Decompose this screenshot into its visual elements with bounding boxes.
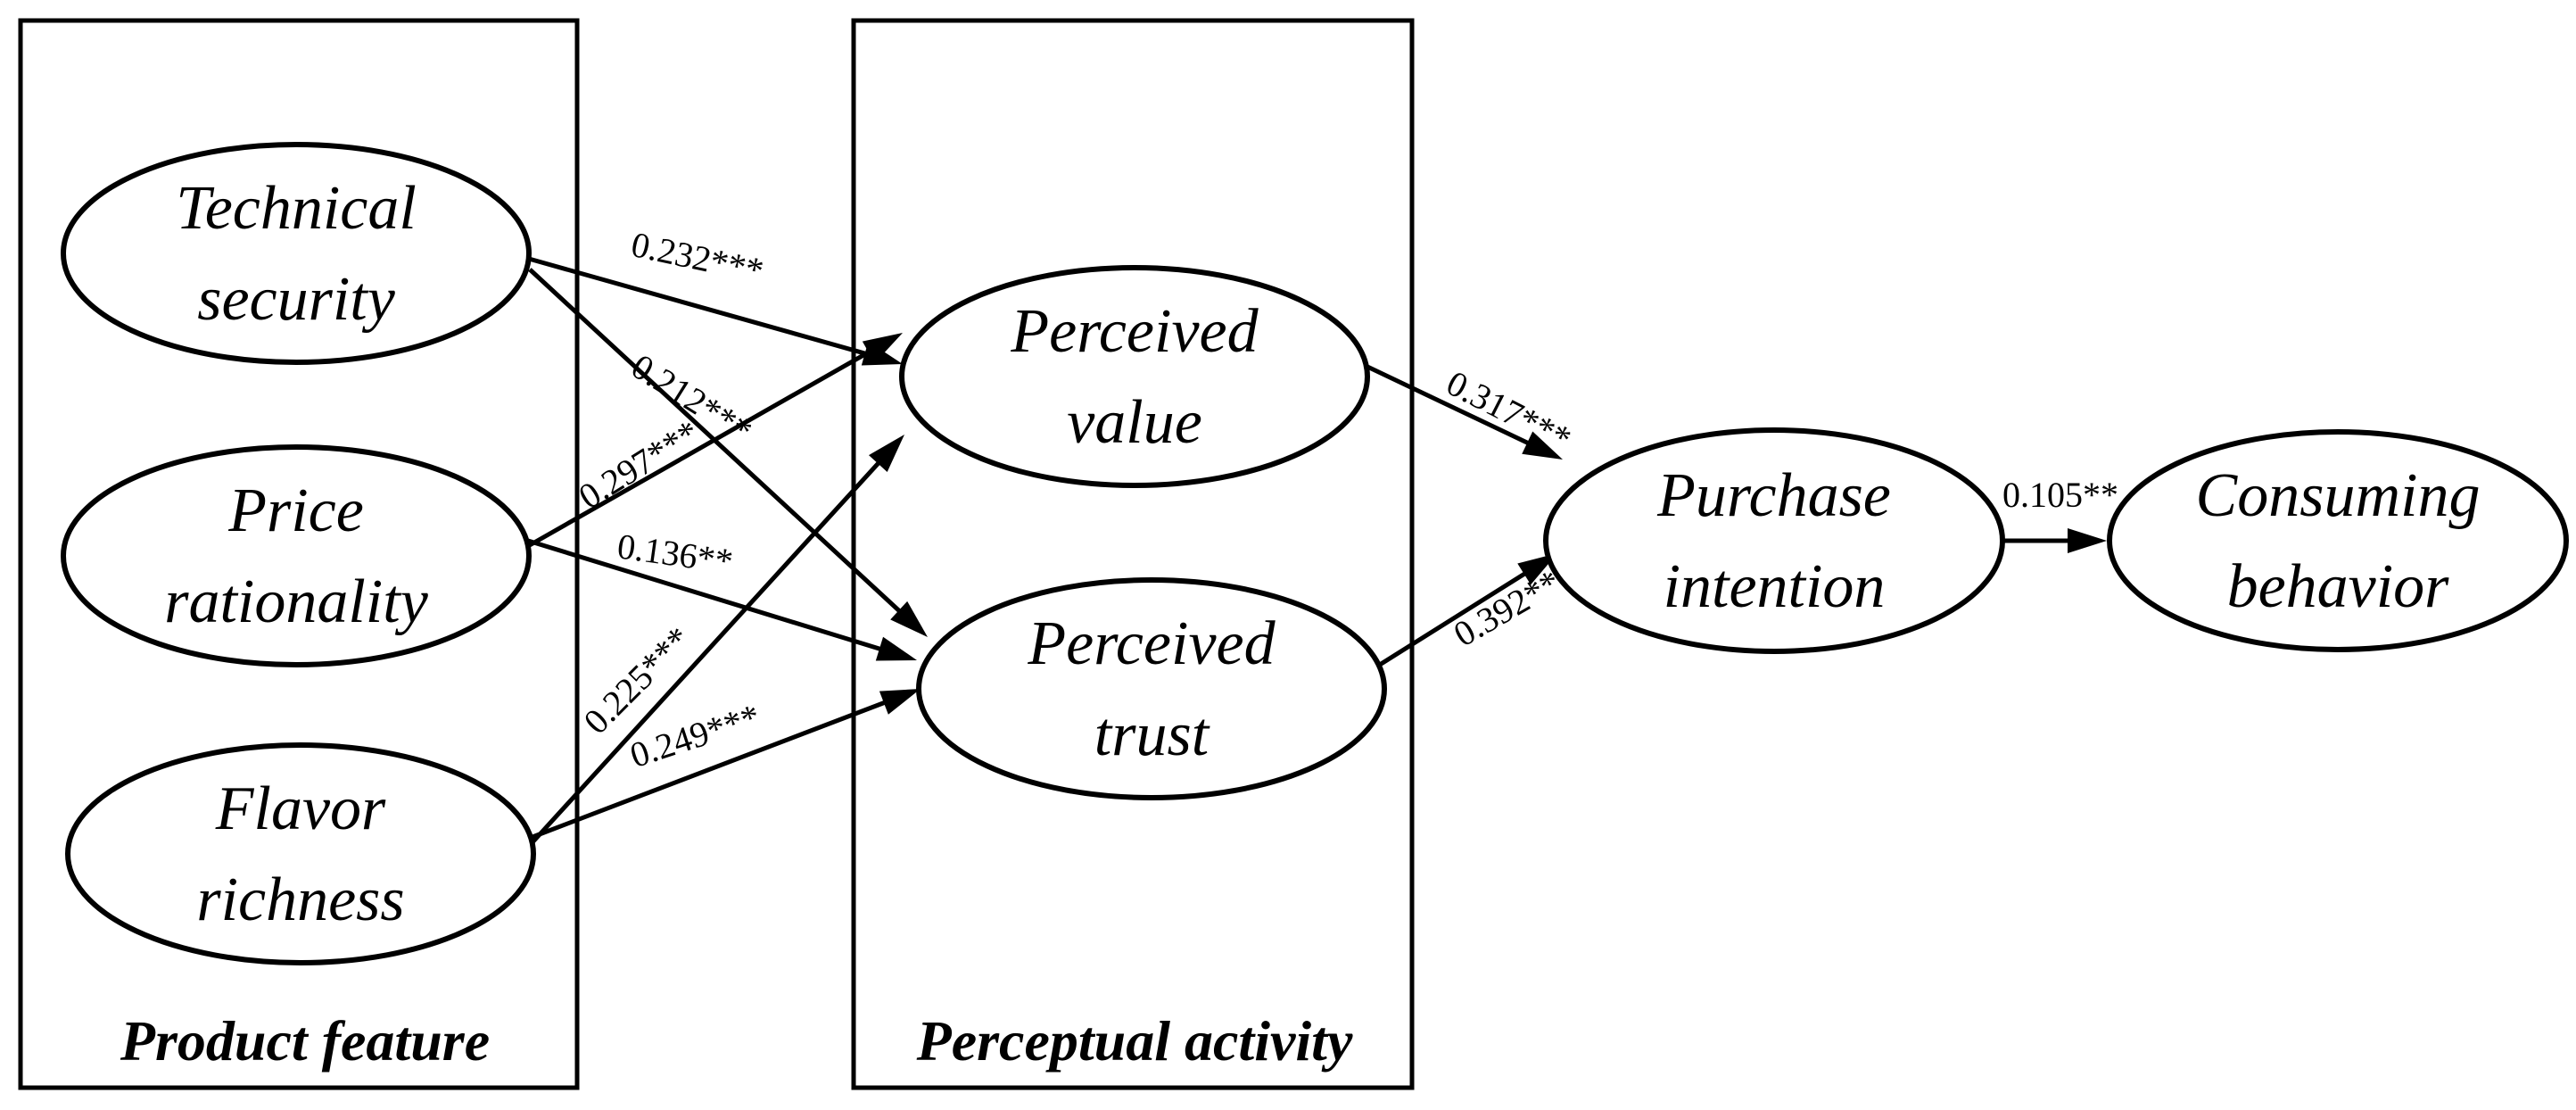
edge-coefficient-price-rationality-to-perceived-value: 0.297*** [572,412,706,518]
node-label-perceived-value-line2: value [1067,388,1202,457]
node-ellipse-consuming-behavior [2107,429,2569,652]
arrow-head-price-rationality-to-perceived-trust [875,636,917,661]
edge-line-flavor-richness-to-perceived-value [531,459,882,844]
node-ellipse-perceived-trust [916,577,1387,800]
edge-line-flavor-richness-to-perceived-trust [532,699,888,840]
node-label-price-rationality-line1: Price [227,476,364,545]
node-ellipse-price-rationality [61,444,532,667]
arrow-head-technical-security-to-perceived-trust [890,601,928,637]
node-label-purchase-intention-line1: Purchase [1656,461,1891,530]
node-label-consuming-behavior-line2: behavior [2227,552,2450,621]
node-label-technical-security-line2: security [197,265,396,334]
edge-line-technical-security-to-perceived-value [528,256,870,357]
edge-line-perceived-trust-to-purchase-intention [1374,570,1529,670]
node-label-perceived-trust-line2: trust [1094,700,1210,769]
node-label-perceived-trust-line1: Perceived [1027,609,1276,678]
arrow-head-flavor-richness-to-perceived-trust [879,689,921,715]
arrow-head-price-rationality-to-perceived-value [862,333,903,363]
group-box-perceptual-activity [851,18,1415,1090]
node-label-technical-security-line1: Technical [176,174,417,243]
group-title-product-feature: Product feature [120,1009,490,1073]
node-label-perceived-value-line1: Perceived [1010,297,1259,366]
node-ellipse-flavor-richness [65,742,536,965]
edge-line-price-rationality-to-perceived-trust [527,538,884,652]
edge-coefficient-flavor-richness-to-perceived-trust: 0.249*** [625,696,765,775]
edge-line-price-rationality-to-perceived-value [526,348,873,549]
edge-line-perceived-value-to-purchase-intention [1364,363,1532,447]
node-label-flavor-richness-line2: richness [196,866,404,934]
node-label-flavor-richness-line1: Flavor [215,775,386,843]
group-title-perceptual-activity: Perceptual activity [916,1009,1353,1073]
node-ellipse-technical-security [61,142,532,365]
node-label-consuming-behavior-line1: Consuming [2196,461,2481,530]
node-label-purchase-intention-line2: intention [1664,552,1886,621]
node-ellipse-purchase-intention [1543,427,2005,654]
edge-coefficient-technical-security-to-perceived-value: 0.232*** [628,224,767,291]
edge-coefficient-purchase-intention-to-consuming-behavior: 0.105** [2002,475,2118,515]
node-label-price-rationality-line2: rationality [164,567,428,636]
arrow-head-perceived-value-to-purchase-intention [1522,431,1563,460]
node-ellipse-perceived-value [899,265,1370,488]
arrow-head-flavor-richness-to-perceived-value [869,435,904,472]
arrow-head-purchase-intention-to-consuming-behavior [2068,528,2107,553]
